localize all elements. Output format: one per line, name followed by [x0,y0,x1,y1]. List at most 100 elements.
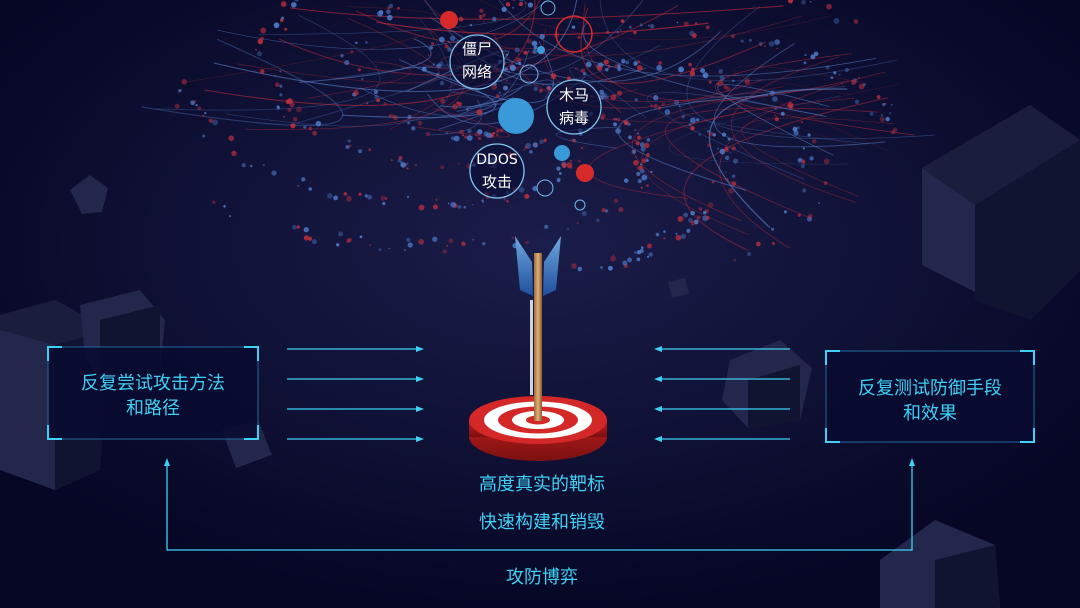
particle-dot [308,126,313,131]
particle-dot [640,186,643,189]
target-caption-line1: 高度真实的靶标 [479,474,605,495]
particle-dot [374,94,379,100]
particle-dot [596,218,600,222]
particle-dot [646,138,651,142]
particle-dot [708,80,712,84]
particle-dot [686,228,691,233]
particle-dot [639,142,645,148]
particle-dot [571,25,576,29]
particle-dot [279,93,283,97]
particle-dot [744,95,748,99]
particle-dot [492,131,496,135]
particle-dot [524,1,527,5]
particle-dot [879,116,885,122]
particle-dot [826,3,832,10]
particle-dot [844,67,850,73]
cube-right-mid [722,340,812,428]
particle-dot [599,92,606,99]
particle-dot [688,123,692,127]
flow-line [580,7,767,84]
particle-dot [724,171,727,174]
flow-line [298,38,432,83]
particle-dot [691,32,697,39]
particle-dot [447,47,452,52]
ring-small [574,199,586,211]
particle-dot [327,193,333,199]
flow-line [185,6,448,83]
particle-dot [358,192,362,196]
particle-dot [509,64,516,71]
flow-line [713,43,885,148]
particle-dot [260,36,264,41]
flow-line [582,22,827,117]
particle-dot [273,22,280,29]
particle-dot [364,194,368,198]
particle-dot [601,113,606,118]
threat-ddos-line1: DDOS [476,152,518,168]
flow-line [599,0,898,82]
particle-dot [421,66,427,72]
particle-dot [575,67,578,70]
target-caption-line2: 快速构建和销毁 [479,512,605,533]
particle-dot [440,165,445,170]
particle-dot [740,39,744,43]
particle-dot [368,148,372,151]
particle-dot [625,60,630,65]
particle-dot [411,126,416,131]
particle-dot [636,171,641,176]
particle-dot [359,235,363,239]
particle-dot [711,180,715,184]
particle-dot [491,16,497,22]
particle-dot [505,2,511,7]
particle-dot [315,120,322,127]
particle-dot [383,102,387,106]
particle-dot [807,213,813,219]
particle-dot [705,25,710,30]
particle-dot [501,6,507,12]
particle-dot [748,38,752,42]
particle-dot [707,143,711,148]
particle-dot [432,204,439,210]
particle-dot [800,163,805,169]
particle-dot [279,84,283,88]
particle-dot [260,69,265,74]
particle-dot [532,185,538,192]
particle-dot [397,6,400,10]
particle-dot [783,210,788,214]
particle-dot [646,153,650,157]
particle-dot [373,89,379,95]
particle-dot [810,54,816,60]
particle-dot [303,227,309,233]
left-panel: 反复尝试攻击方法 和路径 [47,346,259,440]
particle-dot [478,14,483,19]
particle-dot [414,163,417,167]
particle-dot [731,174,736,178]
particle-dot [406,162,409,165]
particle-dot [620,19,625,23]
threat-trojan: 木马 病毒 [546,79,602,135]
particle-dot [633,30,637,35]
flow-line [236,17,440,84]
particle-dot [392,115,398,120]
particle-dot [628,135,632,140]
particle-dot [358,149,363,154]
particle-dot [387,6,391,10]
particle-dot [544,224,549,229]
particle-dot [637,132,640,135]
particle-dot [628,25,632,29]
particle-dot [543,138,547,143]
particle-dot [539,139,544,144]
particle-dot [518,1,524,7]
particle-dot [274,74,277,77]
flow-line [686,6,935,140]
particle-dot [479,8,484,13]
particle-dot [294,0,299,2]
particle-dot [650,104,653,107]
particle-dot [683,21,689,27]
particle-dot [768,41,775,47]
particle-dot [656,64,663,71]
particle-dot [774,117,779,122]
particle-dot [717,147,719,150]
particle-dot [262,163,265,167]
particle-dot [386,9,391,15]
